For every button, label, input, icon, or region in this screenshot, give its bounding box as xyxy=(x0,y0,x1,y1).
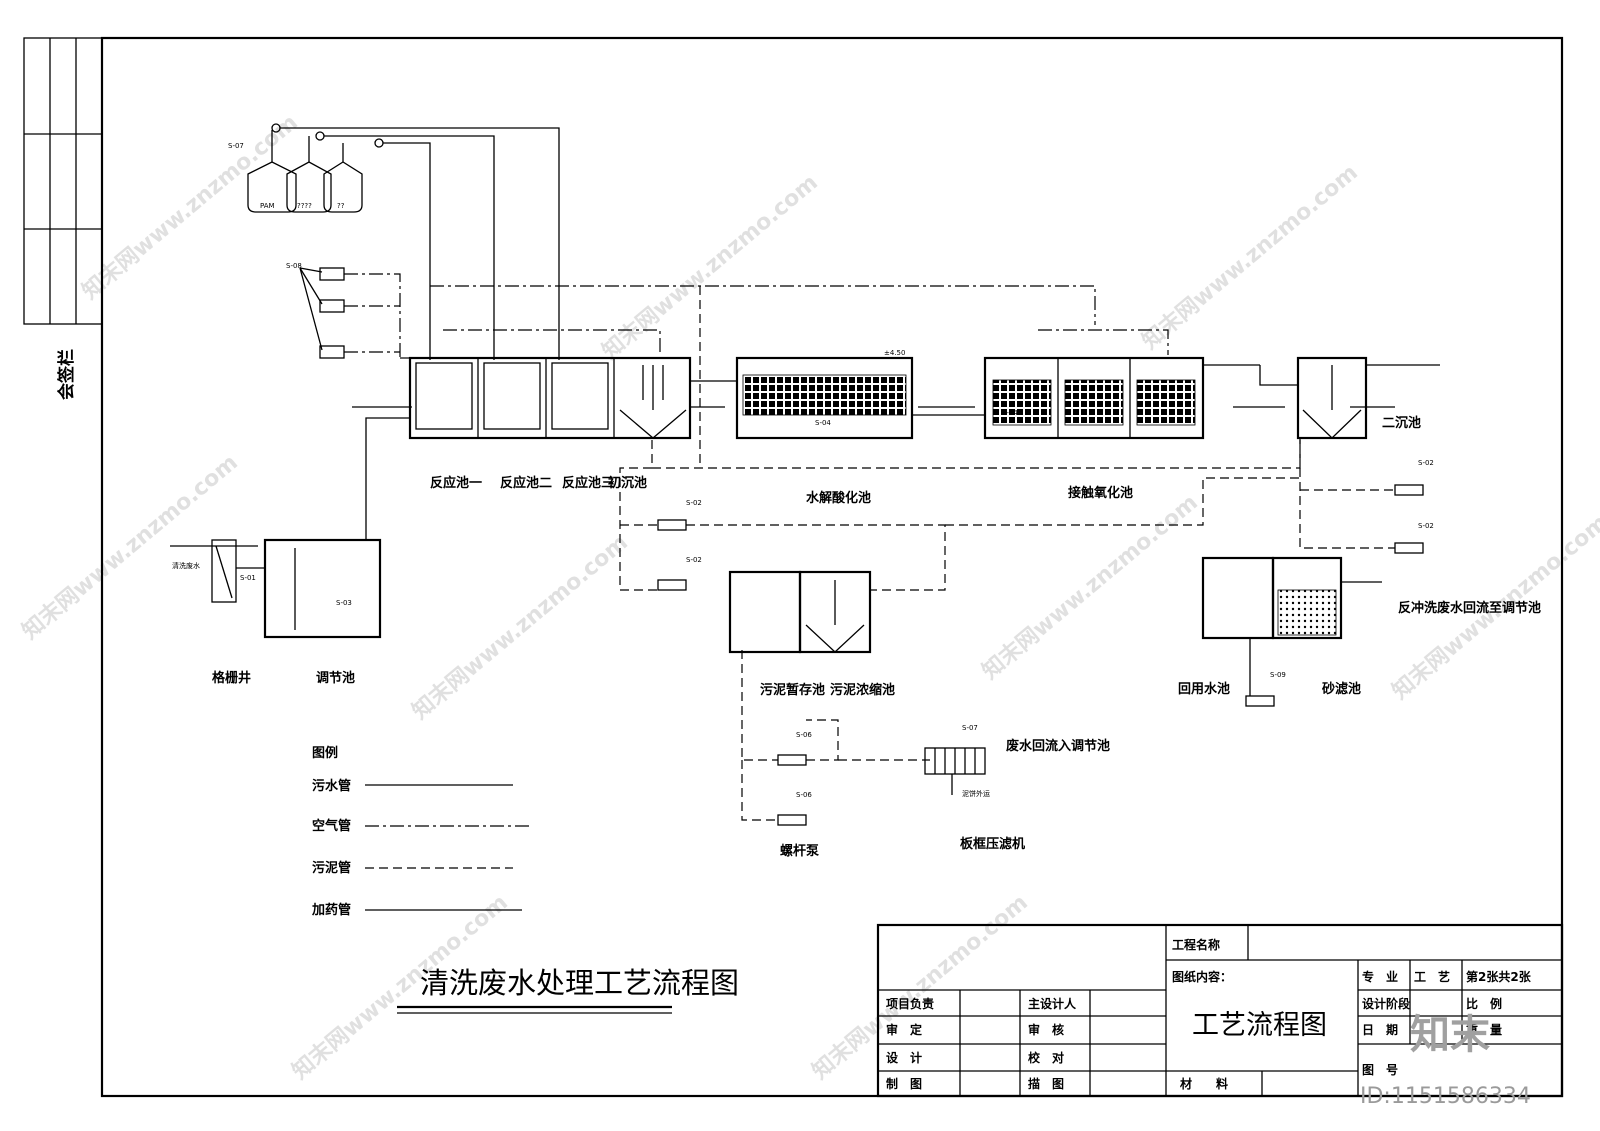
blowers: S-08 xyxy=(286,262,401,359)
label-sludge-thickening: 污泥浓缩池 xyxy=(830,682,895,698)
contact-oxidation-tank: S-04 xyxy=(983,356,1205,440)
tb-material: 材 料 xyxy=(1179,1076,1228,1091)
svg-text:知末网www.znzmo.com: 知末网www.znzmo.com xyxy=(597,169,823,364)
dosing-tanks: PAM ???? ?? S-07 xyxy=(228,123,560,360)
tag-s02-c: S-02 xyxy=(1418,459,1434,467)
label-sand-filter: 砂滤池 xyxy=(1321,681,1361,697)
watermark-logo: 知末 xyxy=(1410,1012,1490,1058)
svg-text:知末网www.znzmo.com: 知末网www.znzmo.com xyxy=(977,489,1203,684)
reuse-and-sand-filter xyxy=(1201,556,1382,640)
tb-draw: 制 图 xyxy=(886,1076,922,1091)
sludge-tanks xyxy=(728,570,872,654)
legend-air: 空气管 xyxy=(312,818,351,834)
signature-strip-label: 会签栏 xyxy=(56,349,77,400)
label-reaction1: 反应池一 xyxy=(430,475,482,491)
cake-out-label: 泥饼外运 xyxy=(962,789,990,798)
ground-markers xyxy=(170,406,1395,547)
tag-s07-dosing: S-07 xyxy=(228,142,244,150)
filter-press: S-07 泥饼外运 xyxy=(924,724,990,798)
tb-stage: 设计阶段 xyxy=(1362,996,1411,1011)
reaction-tanks xyxy=(408,356,692,440)
secondary-settling-tank xyxy=(1203,356,1440,440)
tag-s06-a: S-06 xyxy=(796,731,812,739)
tb-weight: 重 量 xyxy=(1466,1022,1502,1037)
tb-project-name: 工程名称 xyxy=(1172,937,1220,952)
hydrolysis-tank: ±4.50 S-04 xyxy=(735,349,914,440)
label-secondary-settling: 二沉池 xyxy=(1382,415,1421,431)
pam-tank-label: PAM xyxy=(260,202,275,210)
signature-strip xyxy=(23,37,103,325)
label-backwash: 反冲洗废水回流至调节池 xyxy=(1398,600,1541,616)
tag-s08: S-08 xyxy=(286,262,302,270)
legend-sewage: 污水管 xyxy=(312,778,351,794)
watermark-layer: 知末网www.znzmo.com 知末网www.znzmo.com 知末网www… xyxy=(17,109,1600,1084)
tb-major: 专 业 xyxy=(1362,969,1398,984)
tb-approve: 审 定 xyxy=(886,1022,922,1037)
tb-drawing-title: 工艺流程图 xyxy=(1192,1010,1327,1041)
influent-label: 清洗废水 xyxy=(172,561,200,570)
tank2-label: ???? xyxy=(297,202,312,210)
tb-design: 设 计 xyxy=(886,1050,922,1065)
legend-title: 图例 xyxy=(312,745,338,761)
svg-text:±4.50: ±4.50 xyxy=(884,349,905,357)
tag-s02-a: S-02 xyxy=(686,499,702,507)
tb-drawing-no: 图 号 xyxy=(1362,1062,1398,1077)
pumps: S-02 S-02 S-02 S-02 S-09 S-06 S-06 xyxy=(657,459,1434,826)
tag-s03: S-03 xyxy=(336,599,352,607)
label-filter-press: 板框压滤机 xyxy=(960,836,1025,852)
svg-text:知末网www.znzmo.com: 知末网www.znzmo.com xyxy=(17,449,243,644)
tank3-label: ?? xyxy=(337,202,345,210)
drawing-border xyxy=(100,36,1564,1098)
tb-check: 校 对 xyxy=(1028,1050,1064,1065)
label-regulating-tank: 调节池 xyxy=(316,670,355,686)
label-hydrolysis: 水解酸化池 xyxy=(806,490,871,506)
tag-s01: S-01 xyxy=(240,574,256,582)
tb-scale: 比 例 xyxy=(1466,996,1502,1011)
label-primary-settling: 初沉池 xyxy=(608,475,647,491)
tag-s07-press: S-07 xyxy=(962,724,978,732)
grid-well-and-regulating-tank: 清洗废水 S-01 S-03 xyxy=(172,538,382,639)
tag-s09: S-09 xyxy=(1270,671,1286,679)
tag-s02-b: S-02 xyxy=(686,556,702,564)
label-reuse-tank: 回用水池 xyxy=(1178,681,1230,697)
tb-major-val: 工 艺 xyxy=(1414,969,1450,984)
legend-dosing: 加药管 xyxy=(311,902,351,918)
title-block: 工程名称 图纸内容： 工艺流程图 材 料 项目负责 主设计人 审 定 审 核 设… xyxy=(876,923,1564,1098)
tag-s04-contact: S-04 xyxy=(1002,409,1018,417)
label-screw-pump: 螺杆泵 xyxy=(780,843,819,859)
tb-review: 审 核 xyxy=(1028,1022,1064,1037)
svg-text:知末网www.znzmo.com: 知末网www.znzmo.com xyxy=(1137,159,1363,354)
tag-s06-b: S-06 xyxy=(796,791,812,799)
label-reaction3: 反应池三 xyxy=(562,475,614,491)
tag-s02-d: S-02 xyxy=(1418,522,1434,530)
label-reaction2: 反应池二 xyxy=(500,475,552,491)
label-grid-well: 格栅井 xyxy=(212,670,251,686)
tag-s04-hydrolysis: S-04 xyxy=(815,419,831,427)
tb-chief-designer: 主设计人 xyxy=(1028,996,1077,1011)
legend: 图例 污水管 空气管 污泥管 加药管 xyxy=(311,745,533,918)
svg-text:知末网www.znzmo.com: 知末网www.znzmo.com xyxy=(407,529,633,724)
legend-sludge: 污泥管 xyxy=(312,860,351,876)
label-contact-oxidation: 接触氧化池 xyxy=(1068,485,1133,501)
tb-trace: 描 图 xyxy=(1028,1076,1064,1091)
label-sludge-storage: 污泥暂存池 xyxy=(760,682,825,698)
label-wastewater-return: 废水回流入调节池 xyxy=(1006,738,1110,754)
tb-project-lead: 项目负责 xyxy=(886,996,934,1011)
tb-date: 日 期 xyxy=(1362,1022,1398,1037)
drawing-title: 清洗废水处理工艺流程图 xyxy=(420,966,739,1000)
tb-drawing-content: 图纸内容： xyxy=(1172,969,1232,984)
watermark-id: ID:1151586334 xyxy=(1360,1084,1531,1109)
tb-sheet: 第2张共2张 xyxy=(1466,969,1532,984)
